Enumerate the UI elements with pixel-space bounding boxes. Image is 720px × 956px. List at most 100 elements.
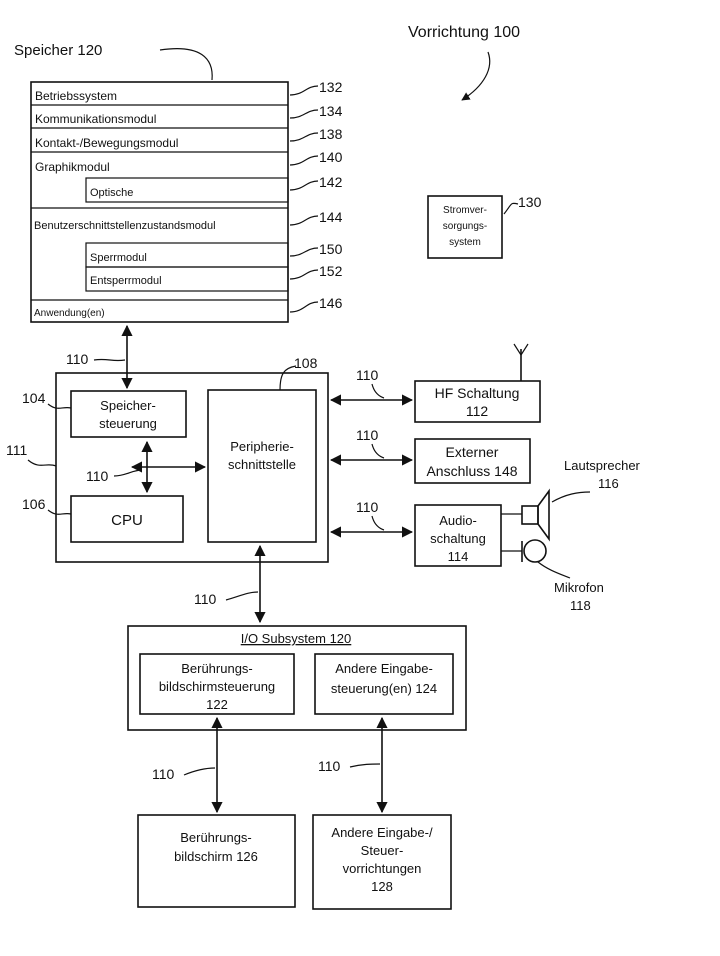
bus-label-other: 110 (318, 758, 341, 774)
memory-row-os: Betriebssystem (35, 89, 117, 103)
power-leader (503, 202, 519, 215)
periph-line-1: Peripherie- (230, 439, 294, 454)
bus-label-internal: 110 (86, 468, 109, 484)
memory-row-graphics: Graphikmodul (35, 160, 110, 174)
memory-leader (159, 48, 213, 81)
rf-circuit-box: HF Schaltung 112 (414, 380, 541, 423)
ref-142: 142 (319, 174, 343, 190)
ref-150: 150 (319, 241, 343, 257)
periph-leader (279, 365, 297, 391)
power-line-1: Stromver- (443, 205, 487, 216)
memory-row-ui-state: Benutzerschnittstellenzustandsmodul (34, 220, 216, 232)
memory-controller-box: Speicher- steuerung (70, 390, 187, 438)
speaker-leader (551, 491, 591, 503)
bus-leader-rf (371, 383, 385, 399)
touchscreen-line-2: bildschirm 126 (174, 849, 258, 864)
bus-leader-other (349, 763, 381, 768)
bus-leader-io (225, 591, 259, 601)
microphone-icon (501, 539, 547, 563)
power-line-3: system (449, 237, 481, 248)
ref-132: 132 (319, 79, 343, 95)
mic-line-2: 118 (570, 598, 591, 613)
ref-140: 140 (319, 149, 343, 165)
otherdev-line-1: Andere Eingabe-/ (331, 825, 433, 840)
ref-106: 106 (22, 496, 46, 512)
memctrl-leader (47, 403, 72, 409)
otherdev-line-3: vorrichtungen (343, 861, 422, 876)
peripheral-interface-box: Peripherie- schnittstelle (207, 389, 317, 543)
device-label: Vorrichtung 100 (408, 24, 520, 41)
antenna-icon (513, 343, 529, 381)
cpu-label: CPU (111, 512, 143, 529)
memory-block: Betriebssystem Kommunikationsmodul Konta… (30, 81, 289, 323)
audio-circuit-box: Audio- schaltung 114 (414, 504, 502, 567)
ext-line-1: Externer (446, 444, 499, 460)
ext-line-2: Anschluss 148 (426, 463, 517, 479)
ref-108: 108 (294, 355, 318, 371)
io-subsystem-box: I/O Subsystem 120 (127, 625, 467, 731)
touchctrl-line-1: Berührungs- (181, 661, 253, 676)
cpu-leader (47, 509, 72, 515)
memory-row-unlock: Entsperrmodul (90, 275, 162, 287)
external-port-box: Externer Anschluss 148 (414, 438, 531, 484)
ref-104: 104 (22, 390, 46, 406)
other-input-controller-box: Andere Eingabe- steuerung(en) 124 (314, 653, 454, 715)
touch-controller-box: Berührungs- bildschirmsteuerung 122 (139, 653, 295, 715)
io-title: I/O Subsystem 120 (241, 631, 352, 646)
bus-leader-touch (183, 767, 216, 776)
ref-138: 138 (319, 126, 343, 142)
speaker-line-2: 116 (598, 476, 619, 491)
speaker-icon (501, 488, 550, 542)
bus-leader-audio (371, 515, 385, 531)
bus-label-rf: 110 (356, 367, 379, 383)
memory-row-comm: Kommunikationsmodul (35, 112, 156, 126)
rf-line-1: HF Schaltung (435, 385, 520, 401)
memory-row-optical: Optische (90, 187, 133, 199)
rf-line-2: 112 (466, 403, 489, 419)
otherctrl-line-1: Andere Eingabe- (335, 661, 433, 676)
memctrl-line-2: steuerung (99, 416, 157, 431)
audio-line-2: schaltung (430, 531, 486, 546)
ref-134: 134 (319, 103, 343, 119)
cpu-box: CPU (70, 495, 184, 543)
bus-leader-memory (93, 358, 126, 362)
memctrl-line-1: Speicher- (100, 398, 156, 413)
ref-152: 152 (319, 263, 343, 279)
touchctrl-line-2: bildschirmsteuerung (159, 679, 275, 694)
bus-label-touch: 110 (152, 766, 175, 782)
bus-label-external: 110 (356, 427, 379, 443)
bus-label-audio: 110 (356, 499, 379, 515)
otherctrl-line-2: steuerung(en) 124 (331, 681, 437, 696)
memory-row-contact: Kontakt-/Bewegungsmodul (35, 136, 178, 150)
touchscreen-line-1: Berührungs- (180, 830, 252, 845)
audio-line-1: Audio- (439, 513, 477, 528)
power-system-box: Stromver- sorgungs- system (427, 195, 503, 259)
memory-row-lock: Sperrmodul (90, 252, 147, 264)
internal-bus (113, 440, 207, 494)
speaker-line-1: Lautsprecher (564, 458, 641, 473)
memory-ref-leaders (289, 85, 319, 313)
touchctrl-line-3: 122 (206, 697, 228, 712)
mic-line-1: Mikrofon (554, 580, 604, 595)
ref-111: 111 (6, 442, 27, 458)
mic-leader (537, 561, 571, 579)
memory-row-apps: Anwendung(en) (34, 308, 105, 319)
bus-leader-external (371, 443, 385, 459)
power-line-2: sorgungs- (443, 221, 487, 232)
ref-144: 144 (319, 209, 343, 225)
controller-chip (55, 372, 329, 563)
otherdev-line-4: 128 (371, 879, 393, 894)
periph-line-2: schnittstelle (228, 457, 296, 472)
other-devices-box: Andere Eingabe-/ Steuer- vorrichtungen 1… (312, 814, 452, 910)
touchscreen-box: Berührungs- bildschirm 126 (137, 814, 296, 908)
ref-130: 130 (518, 194, 542, 210)
bus-label-memory: 110 (66, 351, 89, 367)
ref-146: 146 (319, 295, 343, 311)
controller-leader (27, 459, 57, 467)
device-pointer-arrow (461, 51, 491, 101)
memory-title: Speicher 120 (14, 42, 102, 59)
bus-label-io: 110 (194, 591, 217, 607)
otherdev-line-2: Steuer- (361, 843, 404, 858)
audio-line-3: 114 (448, 549, 469, 564)
